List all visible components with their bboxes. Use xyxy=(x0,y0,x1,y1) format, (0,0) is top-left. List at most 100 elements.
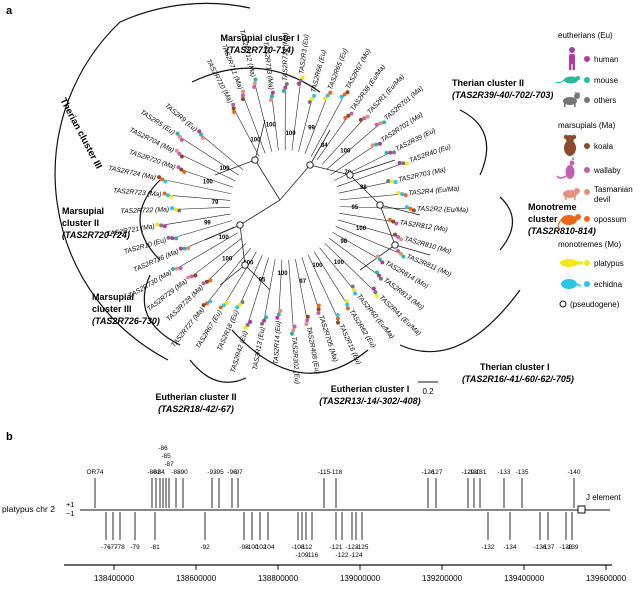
tip-dot xyxy=(345,306,350,311)
tree-leaf-label: TAS2R812 (Mo) xyxy=(399,219,448,233)
tree-leaf-label: TAS2R302 (Eu) xyxy=(290,336,300,384)
gene-label-minus: -77 xyxy=(108,544,118,551)
mouse-icon xyxy=(555,76,580,84)
tip-dot xyxy=(276,312,281,317)
tree-branch xyxy=(179,136,239,176)
tip-dot xyxy=(353,291,358,296)
tip-dot xyxy=(300,75,305,80)
bootstrap-value: 100 xyxy=(266,122,277,128)
tip-dot xyxy=(307,99,312,104)
bootstrap-value: 100 xyxy=(340,148,351,154)
tree-branch xyxy=(263,259,276,322)
gene-label-minus: -138 xyxy=(559,544,572,551)
tree-branch xyxy=(338,181,393,194)
tip-dot xyxy=(382,120,387,125)
legend-human: human xyxy=(594,55,618,64)
tip-dot xyxy=(240,97,245,102)
tip-dot xyxy=(173,207,178,212)
marsupial-i-genes: (TAS2R710-714) xyxy=(226,45,294,55)
marsupial-ii-title-1: Marsupial xyxy=(62,206,104,216)
tip-dot xyxy=(403,193,408,198)
marsupial-iii-title-1: Marsupial xyxy=(92,292,134,302)
tree-branch xyxy=(310,93,346,157)
tip-dot xyxy=(170,236,175,241)
tip-dot xyxy=(200,135,205,140)
tip-dot xyxy=(269,94,274,99)
axis-tick-label: 139000000 xyxy=(340,574,381,583)
monotreme-title-2: cluster xyxy=(528,214,558,224)
cat-icon xyxy=(563,92,580,107)
marsupial-iii-title-2: cluster III xyxy=(92,304,132,314)
tip-dot xyxy=(162,191,167,196)
legend-platypus: platypus xyxy=(594,259,624,268)
tip-dot xyxy=(393,232,398,237)
human-icon xyxy=(569,47,575,70)
tip-dot xyxy=(344,298,349,303)
gene-label-plus: -115 xyxy=(318,469,331,476)
tip-dot xyxy=(399,192,404,197)
tip-dot xyxy=(309,96,314,101)
gene-label-minus: -76 xyxy=(101,544,111,551)
scale-bar-label: 0.2 xyxy=(422,387,434,396)
bootstrap-value: 99 xyxy=(308,126,315,132)
tree-branch xyxy=(291,79,302,151)
tree-branch xyxy=(160,213,231,226)
tree-branch xyxy=(339,193,403,201)
tip-dot xyxy=(178,266,183,271)
gene-label-minus: -116 xyxy=(306,552,319,559)
tip-dot xyxy=(193,273,198,278)
tree-branch xyxy=(332,232,381,261)
tip-dot xyxy=(351,288,356,293)
tree-branch xyxy=(206,247,252,304)
tip-dot xyxy=(399,237,404,242)
tip-dot xyxy=(358,117,363,122)
tip-dot xyxy=(245,322,250,327)
tree-branch xyxy=(288,259,294,331)
tree-leaf-label: TAS2R724 (Ma) xyxy=(107,165,156,182)
gene-label-plus: -118 xyxy=(330,469,343,476)
tip-dot xyxy=(199,132,204,137)
tip-dot xyxy=(389,179,394,184)
tree-leaf-label: TAS2R2 (Eu/Ma) xyxy=(417,206,468,215)
panel-a-label: a xyxy=(6,5,13,17)
tip-dot xyxy=(163,179,168,184)
tree-branch xyxy=(335,226,402,255)
bootstrap-value: 100 xyxy=(203,180,214,186)
tip-dot xyxy=(304,322,309,327)
legend: eutherians (Eu) human mouse others xyxy=(555,31,633,309)
tip-dot xyxy=(162,224,167,229)
tip-dot xyxy=(401,161,406,166)
axis-tick-label: 138800000 xyxy=(258,574,299,583)
tree-branch xyxy=(328,237,380,277)
tip-dot xyxy=(378,121,383,126)
tree-leaf-label: TAS2R722 (Ma) xyxy=(120,206,169,215)
tip-dot xyxy=(264,315,269,320)
chromosome-label: platypus chr 2 xyxy=(2,504,55,514)
axis-tick-label: 139200000 xyxy=(422,574,463,583)
tip-dot xyxy=(384,150,389,155)
tip-dot xyxy=(253,77,258,82)
strand-plus-label: +1 xyxy=(66,500,75,509)
tip-dot xyxy=(374,142,379,147)
tip-dot xyxy=(343,115,348,120)
tip-dot xyxy=(240,93,245,98)
bootstrap-value: 100 xyxy=(243,261,254,267)
tree-branch xyxy=(307,254,339,320)
bootstrap-value: 100 xyxy=(312,263,323,269)
bootstrap-value: 97 xyxy=(299,279,306,285)
tip-dot xyxy=(305,318,310,323)
tree-branch xyxy=(176,232,238,270)
tip-dot xyxy=(224,301,229,306)
tip-dot xyxy=(328,90,333,95)
bootstrap-value: 100 xyxy=(356,226,367,232)
legend-dot-echidna xyxy=(584,281,590,287)
tip-dot xyxy=(178,246,183,251)
tree-branch xyxy=(316,115,349,161)
tip-dot xyxy=(260,321,265,326)
tip-dot xyxy=(391,219,396,224)
tip-dot xyxy=(275,315,280,320)
tree-branch xyxy=(301,257,320,310)
gene-label-minus: -108 xyxy=(291,544,304,551)
therian-ii-title: Therian cluster II xyxy=(452,78,524,88)
tree-branch xyxy=(183,226,235,249)
